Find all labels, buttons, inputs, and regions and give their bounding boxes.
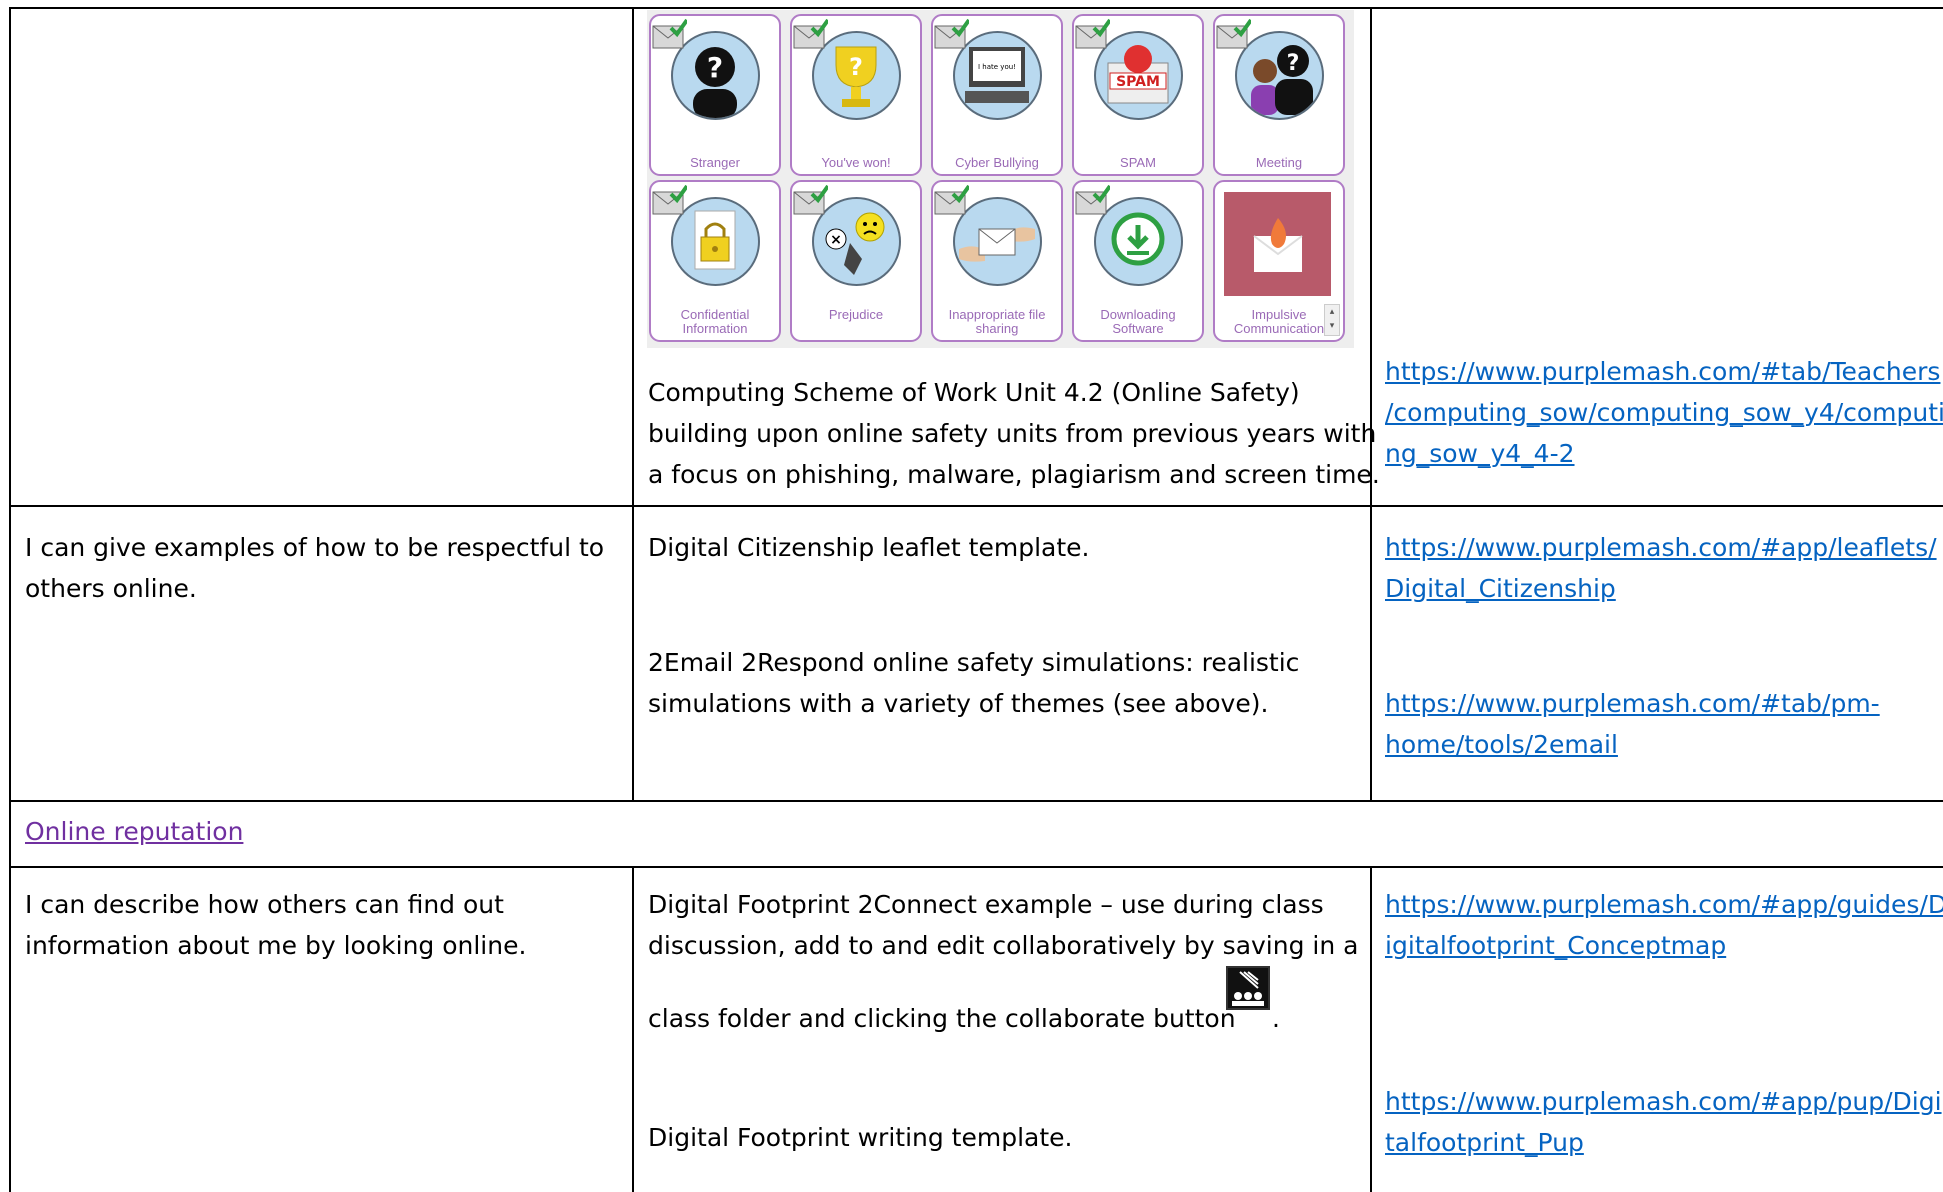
stranger-icon: ?: [671, 31, 760, 120]
row3-resource-2connect-line2: discussion, add to and edit collaborativ…: [648, 931, 1359, 960]
envelope-check-icon: [1216, 18, 1251, 49]
row1-link-line1[interactable]: https://www.purplemash.com/#tab/Teachers: [1385, 357, 1941, 386]
envelope-check-icon: [793, 18, 828, 49]
row1-description-line1: Computing Scheme of Work Unit 4.2 (Onlin…: [648, 378, 1300, 407]
tile-meeting[interactable]: ? Meeting: [1213, 14, 1345, 176]
spam-icon: SPAM: [1094, 31, 1183, 120]
row1-description-line3: a focus on phishing, malware, plagiarism…: [648, 460, 1380, 489]
tile-spam[interactable]: SPAM SPAM: [1072, 14, 1204, 176]
row2-statement-line1: I can give examples of how to be respect…: [25, 533, 605, 562]
tile-downloading-software[interactable]: Downloading Software: [1072, 180, 1204, 342]
row3-statement-line1: I can describe how others can find out: [25, 890, 504, 919]
row2-resource-2email-line1: 2Email 2Respond online safety simulation…: [648, 648, 1300, 677]
row3-link1-line2[interactable]: igitalfootprint_Conceptmap: [1385, 931, 1727, 960]
envelope-check-icon: [934, 18, 969, 49]
table-divider-col1: [632, 7, 634, 801]
tile-scrollbar[interactable]: ▴▾: [1324, 304, 1340, 336]
collaborate-button-icon: [1226, 966, 1270, 1010]
row3-resource-writing-template: Digital Footprint writing template.: [648, 1123, 1073, 1152]
spam-text: SPAM: [1116, 74, 1160, 90]
sad-face-icon: ×: [812, 197, 901, 286]
meeting-icon: ?: [1235, 31, 1324, 120]
table-divider-col2b: [1370, 867, 1372, 1192]
section-heading-online-reputation[interactable]: Online reputation: [25, 817, 244, 846]
hate-message-text: I hate you!: [978, 63, 1016, 71]
row1-description-line2: building upon online safety units from p…: [648, 419, 1377, 448]
svg-text:?: ?: [849, 53, 863, 81]
row2-resource-leaflet: Digital Citizenship leaflet template.: [648, 533, 1090, 562]
row2-link2-line2[interactable]: home/tools/2email: [1385, 730, 1618, 759]
svg-text:×: ×: [830, 232, 842, 248]
svg-text:?: ?: [707, 51, 723, 84]
envelope-check-icon: [1075, 184, 1110, 215]
tile-cyber-bullying[interactable]: I hate you! Cyber Bullying: [931, 14, 1063, 176]
tile-youve-won[interactable]: ? You've won!: [790, 14, 922, 176]
table-border-top: [9, 7, 1943, 9]
tile-prejudice[interactable]: × Prejudice: [790, 180, 922, 342]
row3-statement-line2: information about me by looking online.: [25, 931, 527, 960]
envelope-check-icon: [934, 184, 969, 215]
table-divider-col2: [1370, 7, 1372, 801]
row2-link1-line2[interactable]: Digital_Citizenship: [1385, 574, 1616, 603]
row2-resource-2email-line2: simulations with a variety of themes (se…: [648, 689, 1269, 718]
row2-statement-line2: others online.: [25, 574, 197, 603]
tile-impulsive-communication[interactable]: Impulsive Communication ▴▾: [1213, 180, 1345, 342]
row1-link-line2[interactable]: /computing_sow/computing_sow_y4/computi: [1385, 398, 1943, 427]
row3-resource-2connect-end: .: [1272, 1004, 1280, 1033]
row3-link2-line1[interactable]: https://www.purplemash.com/#app/pup/Digi: [1385, 1087, 1942, 1116]
download-icon: [1094, 197, 1183, 286]
tile-stranger[interactable]: ? Stranger: [649, 14, 781, 176]
envelope-hand-icon: [953, 197, 1042, 286]
envelope-check-icon: [652, 184, 687, 215]
lock-file-icon: [671, 197, 760, 286]
row3-link2-line2[interactable]: talfootprint_Pup: [1385, 1128, 1584, 1157]
tile-confidential-information[interactable]: Confidential Information: [649, 180, 781, 342]
tile-inappropriate-file-sharing[interactable]: Inappropriate file sharing: [931, 180, 1063, 342]
row3-resource-2connect-line1: Digital Footprint 2Connect example – use…: [648, 890, 1324, 919]
trophy-icon: ?: [812, 31, 901, 120]
table-row-line-3: [9, 866, 1943, 868]
row2-link2-line1[interactable]: https://www.purplemash.com/#tab/pm-: [1385, 689, 1880, 718]
computer-icon: I hate you!: [953, 31, 1042, 120]
table-divider-col1b: [632, 867, 634, 1192]
envelope-check-icon: [793, 184, 828, 215]
envelope-check-icon: [652, 18, 687, 49]
svg-text:?: ?: [1287, 51, 1300, 76]
row1-link-line3[interactable]: ng_sow_y4_4-2: [1385, 439, 1575, 468]
table-row-line-2: [9, 800, 1943, 802]
row3-link1-line1[interactable]: https://www.purplemash.com/#app/guides/D: [1385, 890, 1943, 919]
row3-resource-2connect-line3: class folder and clicking the collaborat…: [648, 1004, 1236, 1033]
row2-link1-line1[interactable]: https://www.purplemash.com/#app/leaflets…: [1385, 533, 1937, 562]
simulation-tiles-panel: ? Stranger ? You've won! I hate you! Cyb…: [647, 10, 1354, 348]
fire-envelope-icon: [1224, 192, 1331, 296]
envelope-check-icon: [1075, 18, 1110, 49]
table-row-line-1: [9, 505, 1943, 507]
table-border-left: [9, 7, 11, 1192]
